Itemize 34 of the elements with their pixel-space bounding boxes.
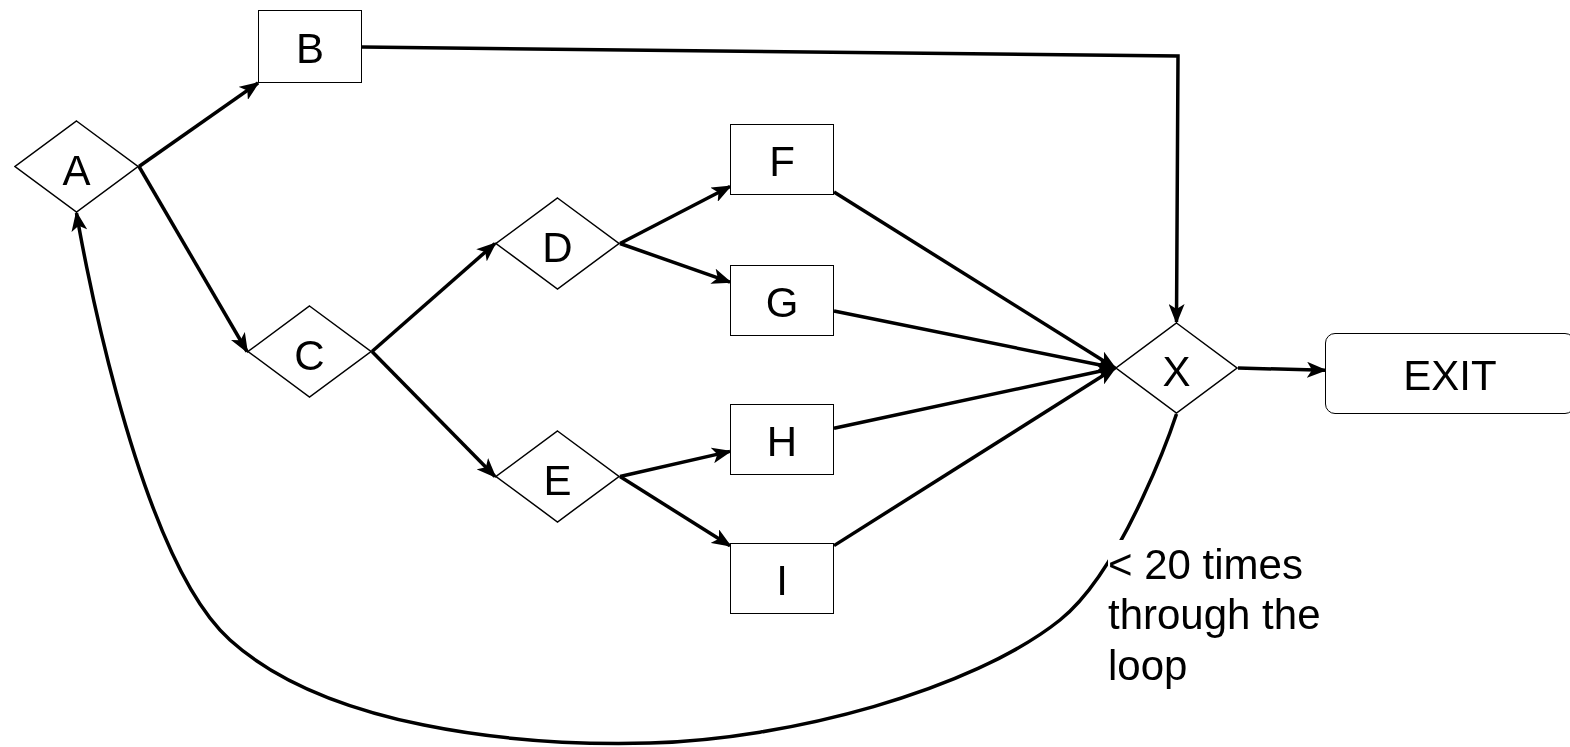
process-box: [730, 543, 834, 614]
arrow: [619, 447, 732, 479]
decision-diamond: [495, 430, 620, 523]
decision-diamond: [247, 305, 372, 398]
decision-diamond: [495, 197, 620, 290]
node-label: E: [543, 459, 572, 502]
node-label: X: [1162, 351, 1191, 393]
arrow: [1237, 361, 1327, 378]
node-label: A: [62, 149, 91, 192]
node-label: H: [766, 420, 798, 463]
process-box: [258, 10, 362, 83]
arrow: [370, 242, 497, 353]
node-label: D: [542, 226, 573, 269]
arrow: [71, 211, 1179, 746]
arrow: [362, 45, 1185, 324]
decision-diamond: [1115, 322, 1238, 414]
arrow: [619, 475, 732, 548]
arrow: [370, 350, 497, 478]
arrow: [619, 241, 732, 284]
terminal-box: [1325, 333, 1570, 414]
node-label: EXIT: [1403, 354, 1497, 397]
arrow: [619, 184, 732, 246]
decision-diamond: [14, 120, 139, 213]
node-label: C: [294, 334, 325, 377]
arrow: [833, 190, 1117, 370]
node-label: G: [765, 281, 799, 324]
process-box: [730, 404, 834, 475]
node-label: B: [296, 27, 324, 70]
node-label: F: [769, 140, 795, 183]
arrow: [137, 165, 249, 354]
process-box: [730, 124, 834, 195]
arrow: [138, 81, 260, 168]
node-label: I: [776, 559, 788, 602]
process-box: [730, 265, 834, 336]
